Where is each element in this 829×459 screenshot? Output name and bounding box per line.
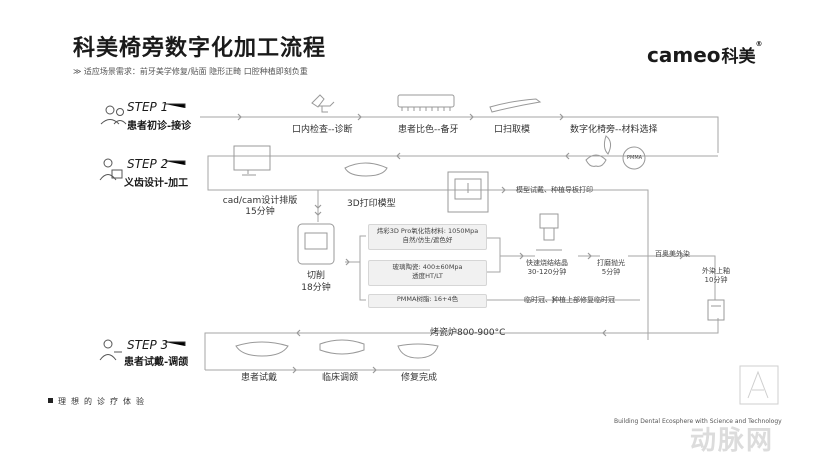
arrow-step1-a (237, 113, 242, 121)
arrow-pmma (551, 296, 556, 304)
3d-printer-icon (447, 171, 489, 213)
step1-name: 患者初诊-接诊 (127, 121, 192, 132)
sintering-furnace-icon (536, 213, 562, 251)
designer-icon-step2 (99, 158, 123, 181)
step2-underline (165, 160, 186, 165)
node-glaze: 外染上釉 (702, 267, 730, 275)
arrow-step3-a (292, 366, 297, 374)
material-glass-ceramic: 玻璃陶瓷: 400±60Mpa 透度HT/LT (368, 260, 487, 286)
full-denture-icon (319, 339, 365, 355)
flow-line-furnace (204, 318, 719, 370)
node-crystal: 快速烧结结晶 (526, 259, 568, 267)
node-glaze-time: 10分钟 (704, 276, 728, 284)
arrow-crystal (519, 252, 524, 260)
page-subtitle: ≫ 适应场景需求：前牙美学修复/贴面 隐形正畸 口腔种植即刻负重 (73, 67, 308, 76)
arrow-step1-b (357, 113, 362, 121)
footer-slogan: 理想的诊疗体验 (58, 397, 149, 406)
monitor-icon (233, 145, 271, 176)
material-zirconia: 炜彩3D Pro氧化锆材料: 1050Mpa 自然/仿生/遮色好 (368, 224, 487, 250)
watermark-text: 动脉网 (690, 426, 775, 456)
material-bracket (359, 235, 366, 301)
dental-chair-icon (311, 94, 335, 113)
material-glass-spec: 玻璃陶瓷: 400±60Mpa (392, 263, 463, 271)
dental-model-icon (344, 162, 388, 177)
arrow-step1-d (559, 113, 564, 121)
material-zirconia-spec: 炜彩3D Pro氧化锆材料: 1050Mpa (376, 227, 479, 235)
step3-name: 患者试戴-调颌 (124, 357, 189, 368)
material-glass-note: 透度HT/LT (412, 272, 443, 280)
node-crystal-time: 30-120分钟 (527, 268, 567, 276)
page-title: 科美椅旁数字化加工流程 (73, 36, 327, 61)
partial-denture-icon (235, 341, 289, 357)
arrow-step1-c (469, 113, 474, 121)
arrow-step3-b (372, 366, 377, 374)
intraoral-scanner-icon (489, 98, 542, 113)
node-furnace: 烤瓷炉800-900°C (430, 328, 506, 338)
node-cad-cam-time: 15分钟 (245, 207, 275, 217)
brand-name-cn: 科美 (721, 47, 756, 67)
flow-line-step1 (200, 116, 719, 153)
node-temp-note: 临时冠、种植上部修复临时冠 (524, 296, 615, 304)
step1-label: STEP 1 (127, 100, 169, 114)
node-adjust: 临床调颌 (322, 373, 359, 383)
node-3d-print: 3D打印模型 (347, 199, 396, 209)
patient-icon-step3 (99, 339, 122, 361)
chairside-teeth-icon (585, 135, 612, 167)
brand-logo: cameo科美® (647, 40, 763, 67)
node-shade: 患者比色--备牙 (398, 125, 459, 135)
brand-name: cameo (647, 43, 721, 67)
node-veneer: 百奥美外染 (655, 250, 690, 258)
node-milling-time: 18分钟 (301, 283, 331, 293)
node-scan: 口扫取模 (494, 125, 531, 135)
arrow-step2-a (565, 152, 570, 160)
arrow-furnace-b (296, 329, 301, 337)
node-try-in: 患者试戴 (241, 373, 278, 383)
patient-icon-step1 (100, 105, 127, 125)
arrow-cadcam-down2 (314, 211, 322, 216)
step2-label: STEP 2 (127, 157, 169, 171)
node-cad-cam: cad/cam设计排版 (222, 196, 298, 206)
flow-line-zirconia (486, 237, 535, 257)
flow-line-veneer (648, 255, 716, 300)
footer-tagline: Building Dental Ecosphere with Science a… (614, 418, 782, 425)
step1-underline (165, 103, 186, 108)
brand-registered-mark: ® (755, 40, 763, 48)
smile-icon (397, 343, 439, 359)
step3-underline (165, 341, 186, 346)
step3-label: STEP 3 (127, 338, 169, 352)
arrow-furnace-a (602, 329, 607, 337)
footer-bullet (48, 398, 53, 403)
milling-machine-icon (297, 223, 335, 265)
watermark-logo-icon (739, 365, 779, 405)
shade-guide-icon (397, 94, 455, 111)
arrow-milling (345, 258, 350, 266)
pmma-disc-icon (622, 146, 646, 170)
material-zirconia-note: 自然/仿生/遮色好 (402, 236, 453, 244)
arrow-step2-b (396, 152, 401, 160)
arrow-print (501, 186, 506, 194)
node-oral-check: 口内检查--诊断 (292, 125, 353, 135)
node-polish: 打磨抛光 (597, 259, 625, 267)
arrow-veneer (679, 252, 684, 260)
arrow-cadcam-down (314, 204, 322, 209)
glaze-furnace-icon (707, 299, 725, 321)
node-chairside: 数字化椅旁--材料选择 (570, 125, 658, 135)
node-milling: 切削 (306, 271, 325, 281)
arrow-polish (587, 252, 592, 260)
node-polish-time: 5分钟 (601, 268, 621, 276)
node-print-note: 模型试戴、种植导板打印 (516, 186, 593, 194)
pmma-disc-label: PMMA (627, 155, 643, 161)
flow-line-glass (486, 256, 501, 273)
material-pmma: PMMA树脂: 16+4色 (368, 294, 487, 308)
material-pmma-spec: PMMA树脂: 16+4色 (396, 295, 459, 303)
node-complete: 修复完成 (401, 373, 438, 383)
flow-line-step2-top (207, 155, 718, 340)
step2-name: 义齿设计-加工 (124, 178, 189, 189)
